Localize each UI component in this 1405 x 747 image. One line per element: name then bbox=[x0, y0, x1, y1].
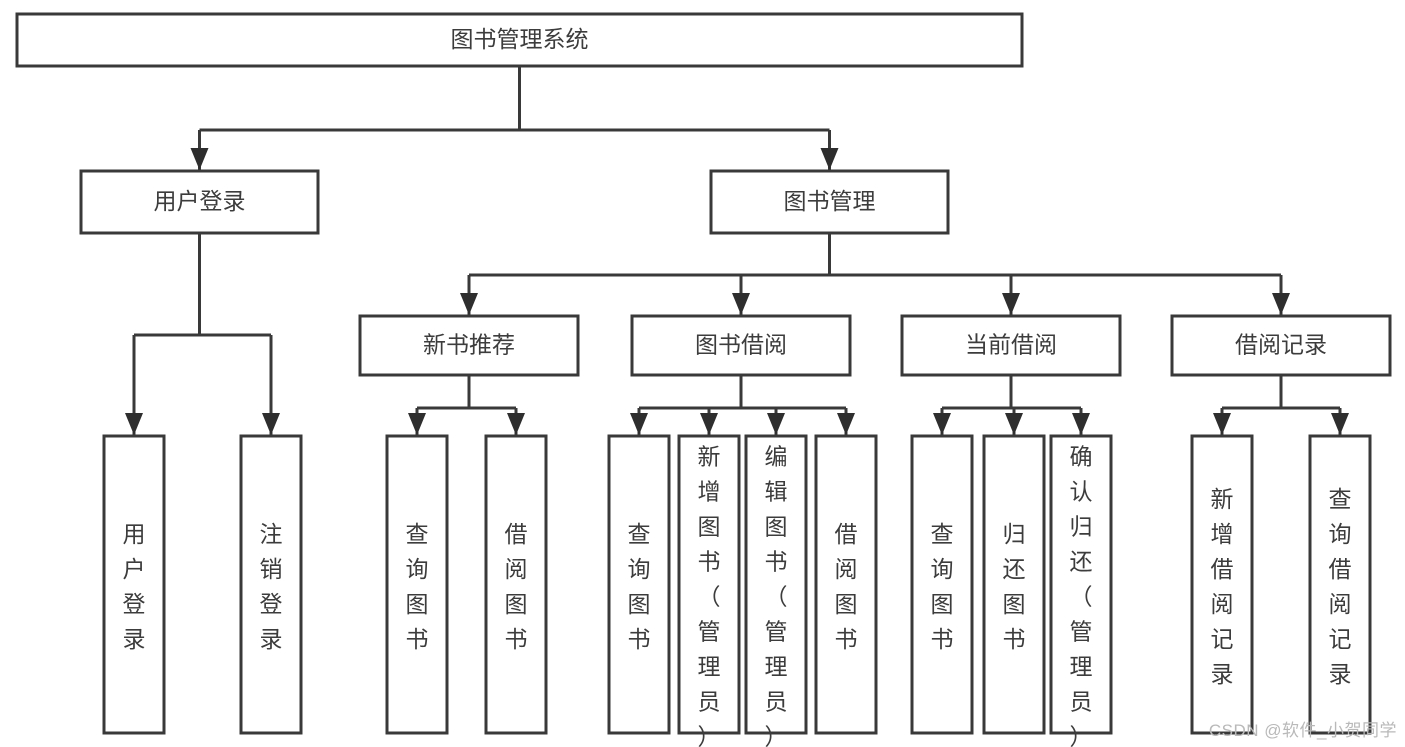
node-leaf-0-label: 用户登录 bbox=[123, 521, 146, 652]
arrow-head-icon bbox=[837, 413, 855, 435]
connectors-layer bbox=[125, 66, 1349, 435]
node-leaf-11[interactable]: 新增借阅记录 bbox=[1190, 434, 1254, 735]
node-leaf-0[interactable]: 用户登录 bbox=[102, 434, 166, 735]
arrow-head-icon bbox=[767, 413, 785, 435]
node-leaf-10-label: 确认归还（管理员） bbox=[1070, 444, 1093, 747]
arrow-head-icon bbox=[460, 293, 478, 315]
node-leaf-1-label: 注销登录 bbox=[260, 521, 283, 652]
node-level3-1-label: 图书借阅 bbox=[695, 332, 787, 358]
arrow-head-icon bbox=[1272, 293, 1290, 315]
arrow-head-icon bbox=[1213, 413, 1231, 435]
node-leaf-12[interactable]: 查询借阅记录 bbox=[1308, 434, 1372, 735]
node-leaf-7-box bbox=[814, 434, 878, 735]
node-leaf-8-label: 查询图书 bbox=[931, 521, 954, 652]
node-level3-1-box bbox=[630, 314, 852, 377]
node-level3-2-box bbox=[900, 314, 1122, 377]
arrow-head-icon bbox=[125, 413, 143, 435]
node-level3-2-label: 当前借阅 bbox=[965, 332, 1057, 358]
node-level3-0-box bbox=[358, 314, 580, 377]
arrow-head-icon bbox=[933, 413, 951, 435]
node-level3-3[interactable]: 借阅记录 bbox=[1170, 314, 1392, 377]
arrow-head-icon bbox=[1005, 413, 1023, 435]
node-leaf-5[interactable]: 新增图书（管理员） bbox=[677, 434, 741, 747]
node-leaf-9-box bbox=[982, 434, 1046, 735]
node-level3-1[interactable]: 图书借阅 bbox=[630, 314, 852, 377]
node-leaf-2-box bbox=[385, 434, 449, 735]
node-leaf-4-box bbox=[607, 434, 671, 735]
node-leaf-8-box bbox=[910, 434, 974, 735]
node-leaf-7[interactable]: 借阅图书 bbox=[814, 434, 878, 735]
node-leaf-3-label: 借阅图书 bbox=[505, 521, 528, 652]
arrow-head-icon bbox=[507, 413, 525, 435]
node-leaf-5-box bbox=[677, 434, 741, 735]
arrow-head-icon bbox=[1002, 293, 1020, 315]
node-root-system-box bbox=[15, 12, 1024, 68]
arrow-head-icon bbox=[820, 148, 839, 170]
node-leaf-4-label: 查询图书 bbox=[628, 521, 651, 652]
node-leaf-1[interactable]: 注销登录 bbox=[239, 434, 303, 735]
node-leaf-11-box bbox=[1190, 434, 1254, 735]
node-root-system-label: 图书管理系统 bbox=[451, 26, 589, 52]
arrow-head-icon bbox=[408, 413, 426, 435]
node-leaf-12-box bbox=[1308, 434, 1372, 735]
node-level2-0-box bbox=[79, 169, 320, 235]
node-leaf-9-label: 归还图书 bbox=[1003, 521, 1026, 652]
node-level2-0[interactable]: 用户登录 bbox=[79, 169, 320, 235]
node-level2-1[interactable]: 图书管理 bbox=[709, 169, 950, 235]
node-leaf-2-label: 查询图书 bbox=[406, 521, 429, 652]
node-leaf-8[interactable]: 查询图书 bbox=[910, 434, 974, 735]
node-leaf-7-label: 借阅图书 bbox=[835, 521, 858, 652]
node-level3-0-label: 新书推荐 bbox=[423, 332, 515, 358]
node-leaf-10-box bbox=[1049, 434, 1113, 735]
arrow-head-icon bbox=[190, 148, 209, 170]
node-leaf-3[interactable]: 借阅图书 bbox=[484, 434, 548, 735]
node-leaf-1-box bbox=[239, 434, 303, 735]
node-level2-1-box bbox=[709, 169, 950, 235]
node-level3-0[interactable]: 新书推荐 bbox=[358, 314, 580, 377]
node-leaf-11-label: 新增借阅记录 bbox=[1211, 486, 1234, 687]
arrow-head-icon bbox=[630, 413, 648, 435]
arrow-head-icon bbox=[732, 293, 750, 315]
node-level3-2[interactable]: 当前借阅 bbox=[900, 314, 1122, 377]
node-level2-1-label: 图书管理 bbox=[784, 188, 876, 214]
node-leaf-0-box bbox=[102, 434, 166, 735]
node-leaf-6-label: 编辑图书（管理员） bbox=[765, 444, 788, 747]
node-leaf-2[interactable]: 查询图书 bbox=[385, 434, 449, 735]
node-leaf-6[interactable]: 编辑图书（管理员） bbox=[744, 434, 808, 747]
node-leaf-6-box bbox=[744, 434, 808, 735]
node-level3-3-box bbox=[1170, 314, 1392, 377]
node-leaf-10[interactable]: 确认归还（管理员） bbox=[1049, 434, 1113, 747]
arrow-head-icon bbox=[1331, 413, 1349, 435]
node-leaf-4[interactable]: 查询图书 bbox=[607, 434, 671, 735]
node-leaf-3-box bbox=[484, 434, 548, 735]
node-leaf-5-label: 新增图书（管理员） bbox=[698, 444, 721, 747]
arrow-head-icon bbox=[700, 413, 718, 435]
node-leaf-12-label: 查询借阅记录 bbox=[1329, 486, 1352, 687]
arrow-head-icon bbox=[262, 413, 280, 435]
node-leaf-9[interactable]: 归还图书 bbox=[982, 434, 1046, 735]
node-level2-0-label: 用户登录 bbox=[154, 188, 246, 214]
node-level3-3-label: 借阅记录 bbox=[1235, 332, 1327, 358]
arrow-head-icon bbox=[1072, 413, 1090, 435]
nodes-layer: 图书管理系统用户登录图书管理新书推荐图书借阅当前借阅借阅记录用户登录注销登录查询… bbox=[15, 12, 1392, 747]
node-root-system[interactable]: 图书管理系统 bbox=[15, 12, 1024, 68]
